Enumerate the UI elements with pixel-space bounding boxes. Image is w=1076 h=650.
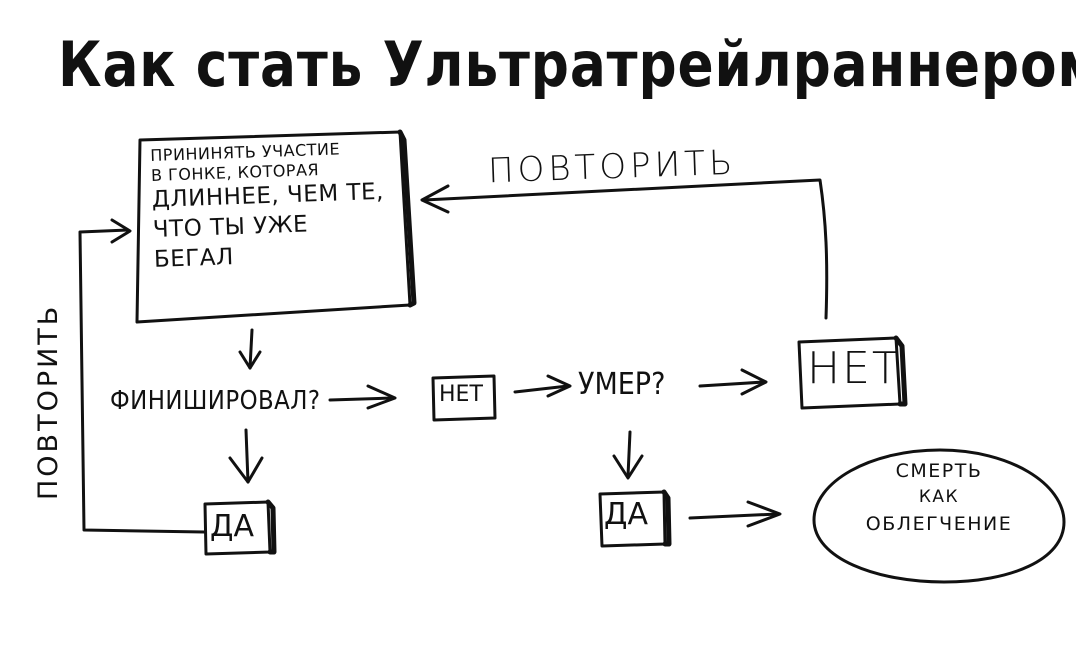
repeat-left-line	[78, 228, 206, 534]
arrow-no-to-died	[513, 384, 570, 394]
arrow-no-to-died-head	[546, 374, 572, 398]
finished-question: ФИНИШИРОВАЛ?	[110, 386, 321, 416]
death-ellipse	[812, 448, 1066, 584]
arrow-finished-to-no-head	[366, 384, 397, 410]
death-node-text: СМЕРТЬ КАК ОБЛЕГЧЕНИЕ	[812, 455, 1066, 540]
repeat-top-line	[422, 178, 829, 320]
death-line-3: ОБЛЕГЧЕНИЕ	[865, 512, 1013, 535]
arrow-died-to-yes-head	[612, 454, 644, 480]
arrow-start-to-finished	[248, 328, 254, 370]
arrow-died-to-no	[698, 380, 766, 388]
arrow-finished-to-no	[328, 396, 394, 402]
death-line-2: КАК	[918, 487, 960, 508]
no-small-label: НЕТ	[439, 382, 483, 407]
no-small-box	[431, 374, 497, 422]
yes-left-box-shadow	[265, 499, 277, 555]
repeat-top-label: ПОВТОРИТЬ	[487, 142, 738, 192]
arrow-yes-to-death	[688, 512, 780, 520]
repeat-left-arrowhead	[110, 218, 132, 244]
start-node-text: ПРИНИНЯТЬ УЧАСТИЕ В ГОНКЕ, КОТОРАЯ ДЛИНН…	[150, 137, 406, 275]
death-line-1: СМЕРТЬ	[895, 460, 983, 482]
no-big-label: НЕТ	[807, 343, 901, 394]
yes-left-label: ДА	[210, 509, 254, 544]
repeat-left-label: ПОВТОРИТЬ	[33, 303, 64, 500]
repeat-top-arrowhead	[420, 184, 450, 214]
yes-right-box-shadow	[661, 489, 672, 547]
died-question: УМЕР?	[578, 367, 666, 402]
arrow-start-to-finished-head	[238, 350, 262, 370]
no-big-box-shadow	[893, 335, 908, 407]
arrow-finished-to-yes	[244, 428, 250, 484]
arrow-died-to-yes	[626, 430, 632, 478]
arrow-yes-to-death-head	[746, 500, 782, 528]
start-node-box-shadow	[397, 129, 417, 308]
arrow-finished-to-yes-head	[228, 456, 264, 484]
yes-right-label: ДА	[604, 497, 648, 532]
arrow-died-to-no-head	[740, 368, 768, 396]
page-title: Как стать Ультратрейлраннером	[58, 28, 1076, 101]
